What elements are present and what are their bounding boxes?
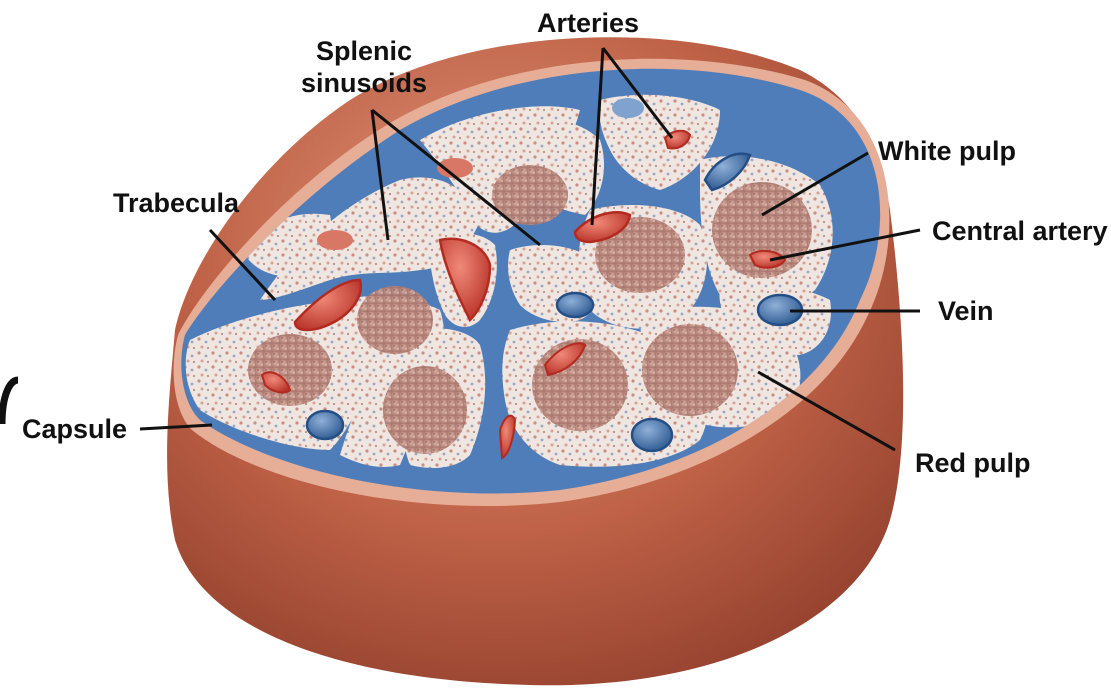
cropped-glyph <box>2 380 18 424</box>
label-splenic-sinusoids-line2: sinusoids <box>301 68 427 98</box>
label-central-artery: Central artery <box>932 216 1108 246</box>
label-red-pulp: Red pulp <box>915 448 1031 478</box>
label-arteries: Arteries <box>537 8 639 38</box>
label-splenic-sinusoids-line1: Splenic <box>316 36 412 66</box>
label-vein: Vein <box>938 296 994 326</box>
label-trabecula: Trabecula <box>113 188 240 218</box>
label-capsule: Capsule <box>22 414 127 444</box>
label-white-pulp: White pulp <box>878 136 1016 166</box>
